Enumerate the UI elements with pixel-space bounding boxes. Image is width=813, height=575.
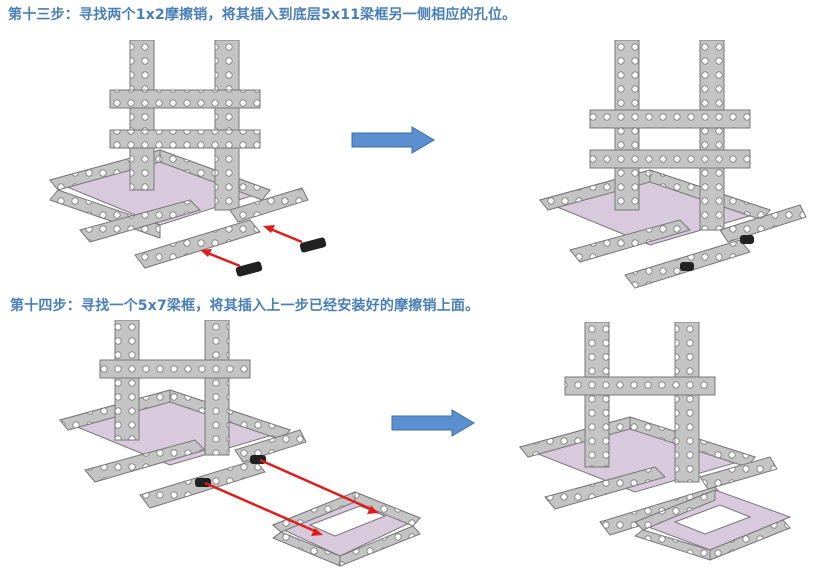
right-arrow-icon (350, 125, 440, 155)
friction-pin-icon (299, 237, 327, 253)
friction-pin-icon (740, 235, 754, 244)
step-13-title: 第十三步：寻找两个1x2摩擦销，将其插入到底层5x11梁框另一侧相应的孔位。 (8, 4, 516, 24)
step-14-after-illustration (515, 322, 805, 572)
friction-pin-icon (680, 262, 694, 271)
step-13-before-illustration (40, 40, 340, 290)
right-arrow-icon (390, 408, 480, 438)
step-14-before-illustration (55, 320, 425, 575)
step-14-title: 第十四步：寻找一个5x7梁框，将其插入上一步已经安装好的摩擦销上面。 (10, 295, 479, 315)
friction-pin-icon (235, 261, 263, 277)
step-13-after-illustration (530, 40, 813, 295)
